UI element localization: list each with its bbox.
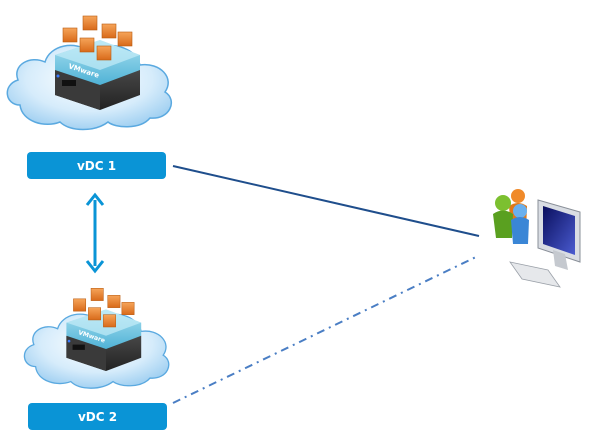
- users-workstation-icon: [493, 189, 581, 288]
- vdc2-label-text: vDC 2: [77, 409, 118, 424]
- cloud-datacenter-icon: [6, 15, 173, 131]
- connection-line-vdc1: [172, 165, 480, 237]
- vdc1-label-text: vDC 1: [76, 158, 117, 173]
- vdc1-label: vDC 1: [27, 152, 166, 179]
- connection-line-vdc2: [172, 255, 479, 404]
- bidirectional-arrow: [85, 192, 105, 274]
- cloud-datacenter-icon: [23, 287, 170, 389]
- vdc2-label: vDC 2: [28, 403, 167, 430]
